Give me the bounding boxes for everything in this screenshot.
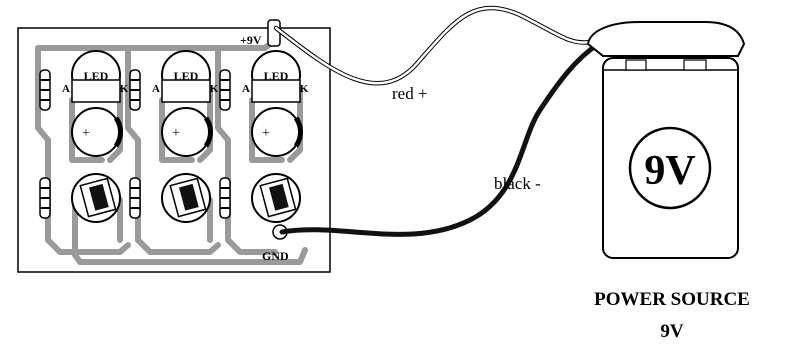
led-2: LED A K — [152, 50, 219, 103]
cathode-label: K — [210, 83, 219, 95]
black-wire: black - — [279, 41, 601, 237]
ground-label: GND — [262, 249, 289, 263]
resistor-top-2 — [129, 69, 141, 111]
transistor-2 — [161, 173, 211, 223]
led-3: LED A K — [242, 50, 309, 103]
supply-label: +9V — [240, 33, 262, 47]
battery-clip — [586, 21, 746, 57]
led-label: LED — [84, 69, 109, 83]
cathode-label: K — [120, 83, 129, 95]
anode-label: A — [152, 83, 160, 95]
resistor-top-1 — [39, 69, 51, 111]
led-label: LED — [174, 69, 199, 83]
resistor-top-3 — [219, 69, 231, 111]
red-wire-label: red + — [392, 84, 428, 103]
capacitor-plus: + — [82, 126, 90, 141]
red-wire: red + — [273, 5, 593, 103]
transistor-1 — [71, 173, 121, 223]
capacitor-plus: + — [262, 126, 270, 141]
caption-line-2: 9V — [660, 321, 684, 342]
resistor-bottom-1 — [39, 177, 51, 219]
anode-label: A — [62, 83, 70, 95]
transistor-3 — [251, 173, 301, 223]
capacitor-3: + — [251, 107, 303, 157]
anode-label: A — [242, 83, 250, 95]
led-label: LED — [264, 69, 289, 83]
black-wire-label: black - — [494, 174, 541, 193]
capacitor-plus: + — [172, 126, 180, 141]
battery-9v: 9V — [586, 21, 746, 259]
resistor-bottom-3 — [219, 177, 231, 219]
caption-line-1: POWER SOURCE — [594, 289, 750, 310]
battery-face-label: 9V — [644, 148, 695, 194]
capacitor-1: + — [71, 107, 123, 157]
cathode-label: K — [300, 83, 309, 95]
capacitor-2: + — [161, 107, 213, 157]
resistor-bottom-2 — [129, 177, 141, 219]
supply-terminal: +9V — [240, 19, 281, 47]
circuit-board: LED A K LED A K LED A K — [17, 19, 331, 273]
led-1: LED A K — [62, 50, 129, 103]
